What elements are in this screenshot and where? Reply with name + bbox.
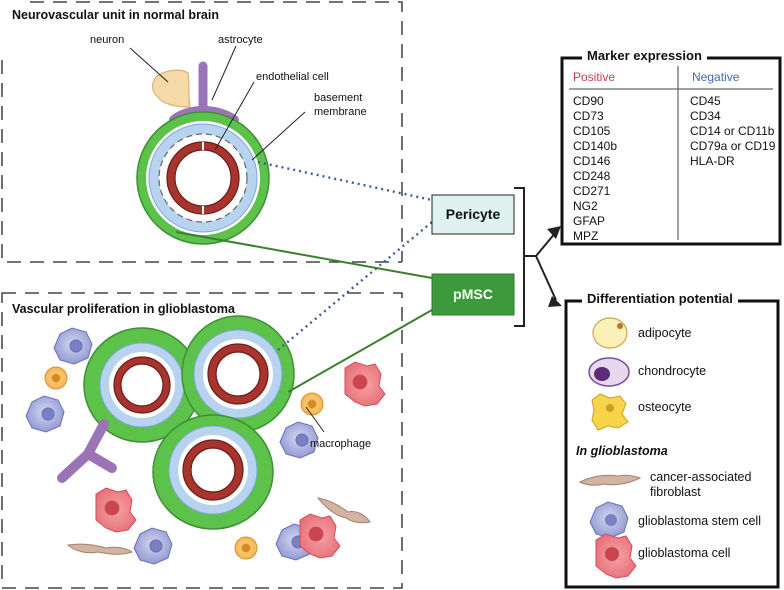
fibroblast-cells: [66, 497, 371, 555]
glioblastoma-stem-cell-icon: [589, 501, 629, 539]
basement-membrane-label-line1: basement: [314, 92, 363, 104]
macrophage-pointer-line: [305, 406, 325, 433]
positive-marker: CD140b: [573, 139, 618, 153]
caf-label-line2: fibroblast: [650, 485, 701, 499]
positive-header: Positive: [573, 70, 616, 84]
positive-marker-list: CD90 CD73 CD105 CD140b CD146 CD248 CD271…: [573, 94, 617, 244]
glioblastoma-cell-label: glioblastoma cell: [638, 546, 731, 560]
negative-marker: CD14 or CD11b: [690, 124, 775, 138]
grouping-bracket: [514, 187, 557, 327]
osteocyte-label: osteocyte: [638, 400, 692, 414]
normal-vessel: [136, 111, 270, 245]
chondrocyte-label: chondrocyte: [638, 364, 707, 378]
differentiation-box-title: Differentiation potential: [582, 291, 738, 306]
basement-membrane-label-line2: membrane: [314, 106, 367, 118]
positive-marker: GFAP: [573, 214, 606, 228]
gbm-astrocyte: [57, 419, 117, 483]
negative-header: Negative: [692, 70, 740, 84]
fibroblast-icon: [578, 474, 642, 486]
astrocyte-label: astrocyte: [218, 34, 263, 46]
glioblastoma-panel: [1, 292, 403, 589]
adipocyte-icon: [592, 317, 628, 349]
normal-panel-title: Neurovascular unit in normal brain: [12, 8, 219, 22]
pmsc-box: [431, 273, 515, 316]
positive-marker: MPZ: [573, 229, 599, 243]
negative-marker: HLA-DR: [690, 154, 735, 168]
gbm-vessel-left: [83, 327, 201, 443]
pericyte-box: [431, 194, 515, 235]
gsc-label: glioblastoma stem cell: [638, 514, 761, 528]
endothelial-cell-label: endothelial cell: [256, 71, 329, 83]
caf-label-line1: cancer-associated: [650, 470, 752, 484]
positive-marker: CD73: [573, 109, 604, 123]
gbm-vessel-bottom: [152, 414, 274, 530]
normal-pointer-lines: [129, 45, 306, 161]
osteocyte-icon: [591, 393, 629, 431]
arrow-to-marker-box: [547, 226, 561, 239]
pericyte-dotted-lines: [257, 160, 433, 351]
positive-marker: CD90: [573, 94, 604, 108]
macrophage-label: macrophage: [310, 438, 372, 450]
positive-marker: CD105: [573, 124, 611, 138]
pmsc-label: pMSC: [453, 286, 493, 302]
negative-marker: CD45: [690, 94, 721, 108]
pericyte-label: Pericyte: [445, 206, 501, 222]
positive-marker: CD271: [573, 184, 611, 198]
pmsc-solid-lines: [175, 231, 433, 393]
marker-box-title: Marker expression: [582, 48, 707, 63]
neuron-cell: [152, 69, 191, 108]
neuron-label: neuron: [90, 34, 125, 46]
arrow-to-differentiation-box: [548, 296, 562, 307]
negative-marker: CD34: [690, 109, 721, 123]
chondrocyte-icon: [588, 357, 630, 387]
positive-marker: NG2: [573, 199, 598, 213]
adipocyte-label: adipocyte: [638, 326, 692, 340]
gbm-cells: [95, 361, 386, 559]
in-glioblastoma-heading: In glioblastoma: [576, 444, 668, 458]
negative-marker-list: CD45 CD34 CD14 or CD11b CD79a or CD19 HL…: [690, 94, 775, 169]
positive-marker: CD248: [573, 169, 611, 183]
glioblastoma-cell-icon: [595, 533, 637, 579]
gbm-panel-title: Vascular proliferation in glioblastoma: [12, 302, 235, 316]
gbm-stem-cells: [25, 327, 319, 565]
positive-marker: CD146: [573, 154, 611, 168]
normal-brain-panel: [1, 1, 403, 263]
negative-marker: CD79a or CD19: [690, 139, 776, 153]
gbm-vessel-right: [181, 315, 295, 433]
